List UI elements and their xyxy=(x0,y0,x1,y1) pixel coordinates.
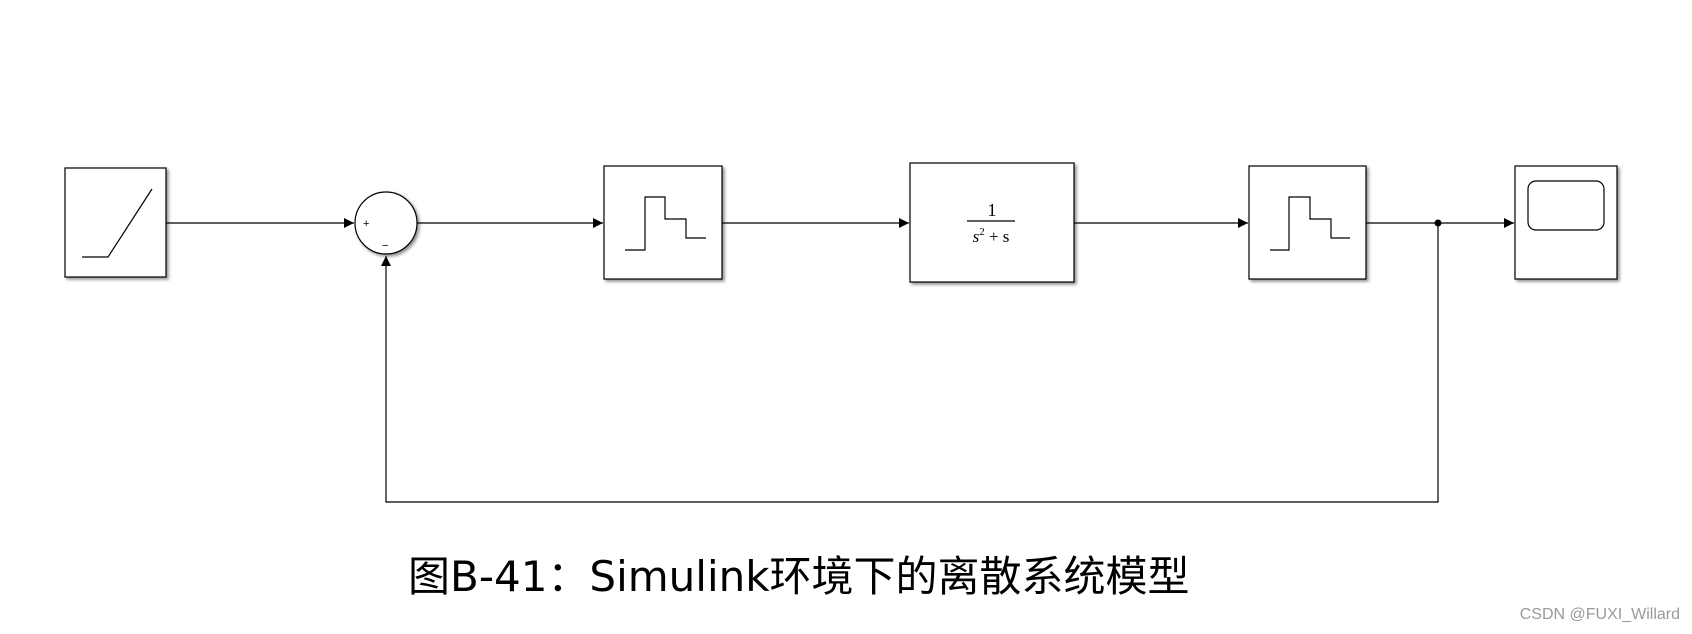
sum-block[interactable]: + − xyxy=(354,191,418,255)
zero-order-hold-block-1[interactable] xyxy=(603,165,723,280)
zero-order-hold-icon xyxy=(625,196,706,251)
transfer-fcn-numerator: 1 xyxy=(988,200,997,220)
transfer-fcn-block[interactable]: 1 s2 + s xyxy=(909,162,1075,283)
ramp-icon xyxy=(82,188,153,258)
ramp-block[interactable] xyxy=(64,167,167,278)
sum-plus-sign: + xyxy=(363,218,369,230)
watermark: CSDN @FUXI_Willard xyxy=(1519,606,1680,623)
scope-block[interactable] xyxy=(1514,165,1618,280)
sum-minus-sign: − xyxy=(382,240,388,252)
zero-order-hold-icon xyxy=(1270,196,1350,251)
figure-caption: 图B-41：Simulink环境下的离散系统模型 xyxy=(408,552,1190,601)
signal-feedback[interactable] xyxy=(381,223,1439,503)
transfer-fcn-denominator: s2 + s xyxy=(973,226,1010,246)
scope-icon xyxy=(1527,180,1605,231)
zero-order-hold-block-2[interactable] xyxy=(1248,165,1367,280)
